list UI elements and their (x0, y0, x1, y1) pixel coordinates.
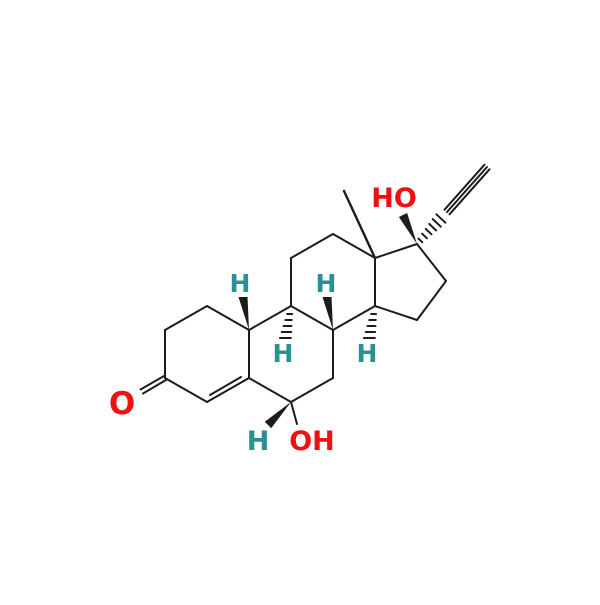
bond-c6-oh (290, 401, 298, 425)
ketone-oxygen-label: O (109, 386, 135, 422)
bond-c3-o-double-1 (139, 375, 165, 391)
bond-c15-c14 (374, 305, 418, 321)
bond-c14-c8 (332, 305, 376, 331)
bond-c3-o-double-2 (142, 379, 167, 395)
bond-c9-c10 (248, 305, 292, 331)
c6-hydroxyl-label: OH (289, 426, 335, 457)
c14-hydrogen-label: H (357, 339, 378, 368)
bond-c4-c5-double-inner (209, 376, 242, 396)
c8-hydrogen-label: H (316, 269, 337, 298)
bond-c8-c9 (290, 305, 334, 331)
stereo-wedges (238, 213, 417, 429)
bond-c5-c6 (248, 377, 292, 403)
bond-c4-c5 (206, 377, 250, 403)
wedge-c17-oh (398, 213, 417, 244)
bond-c17-c16 (416, 243, 447, 282)
c17-hydroxyl-label: HO (371, 183, 417, 214)
bond-c10-c1 (206, 305, 250, 331)
bond-c11-c12 (290, 233, 334, 259)
bond-alkyne-upper (443, 163, 486, 211)
hash-bond-c14-h (362, 313, 378, 339)
bond-lines (139, 163, 491, 425)
bond-c6-c7 (290, 377, 334, 403)
bond-alkyne-mid (446, 166, 488, 213)
bond-alkyne-lower (448, 168, 491, 216)
c10-hydrogen-label: H (230, 269, 251, 298)
bond-c1-c2 (164, 305, 208, 331)
hash-bond-c17-ethynyl (417, 213, 447, 244)
hash-bond-c9-h (278, 313, 294, 339)
bond-c16-c15 (416, 280, 447, 321)
wedge-c8-h (322, 297, 333, 330)
wedge-c6-h (264, 402, 291, 429)
c9-hydrogen-label: H (273, 339, 294, 368)
c6-hydrogen-label: H (247, 426, 270, 457)
bond-c12-c13 (332, 233, 376, 259)
bond-c13-methyl (342, 189, 377, 260)
bond-c13-c17 (374, 243, 418, 259)
bond-c3-c4 (164, 377, 208, 403)
wedge-c10-h (238, 297, 249, 330)
